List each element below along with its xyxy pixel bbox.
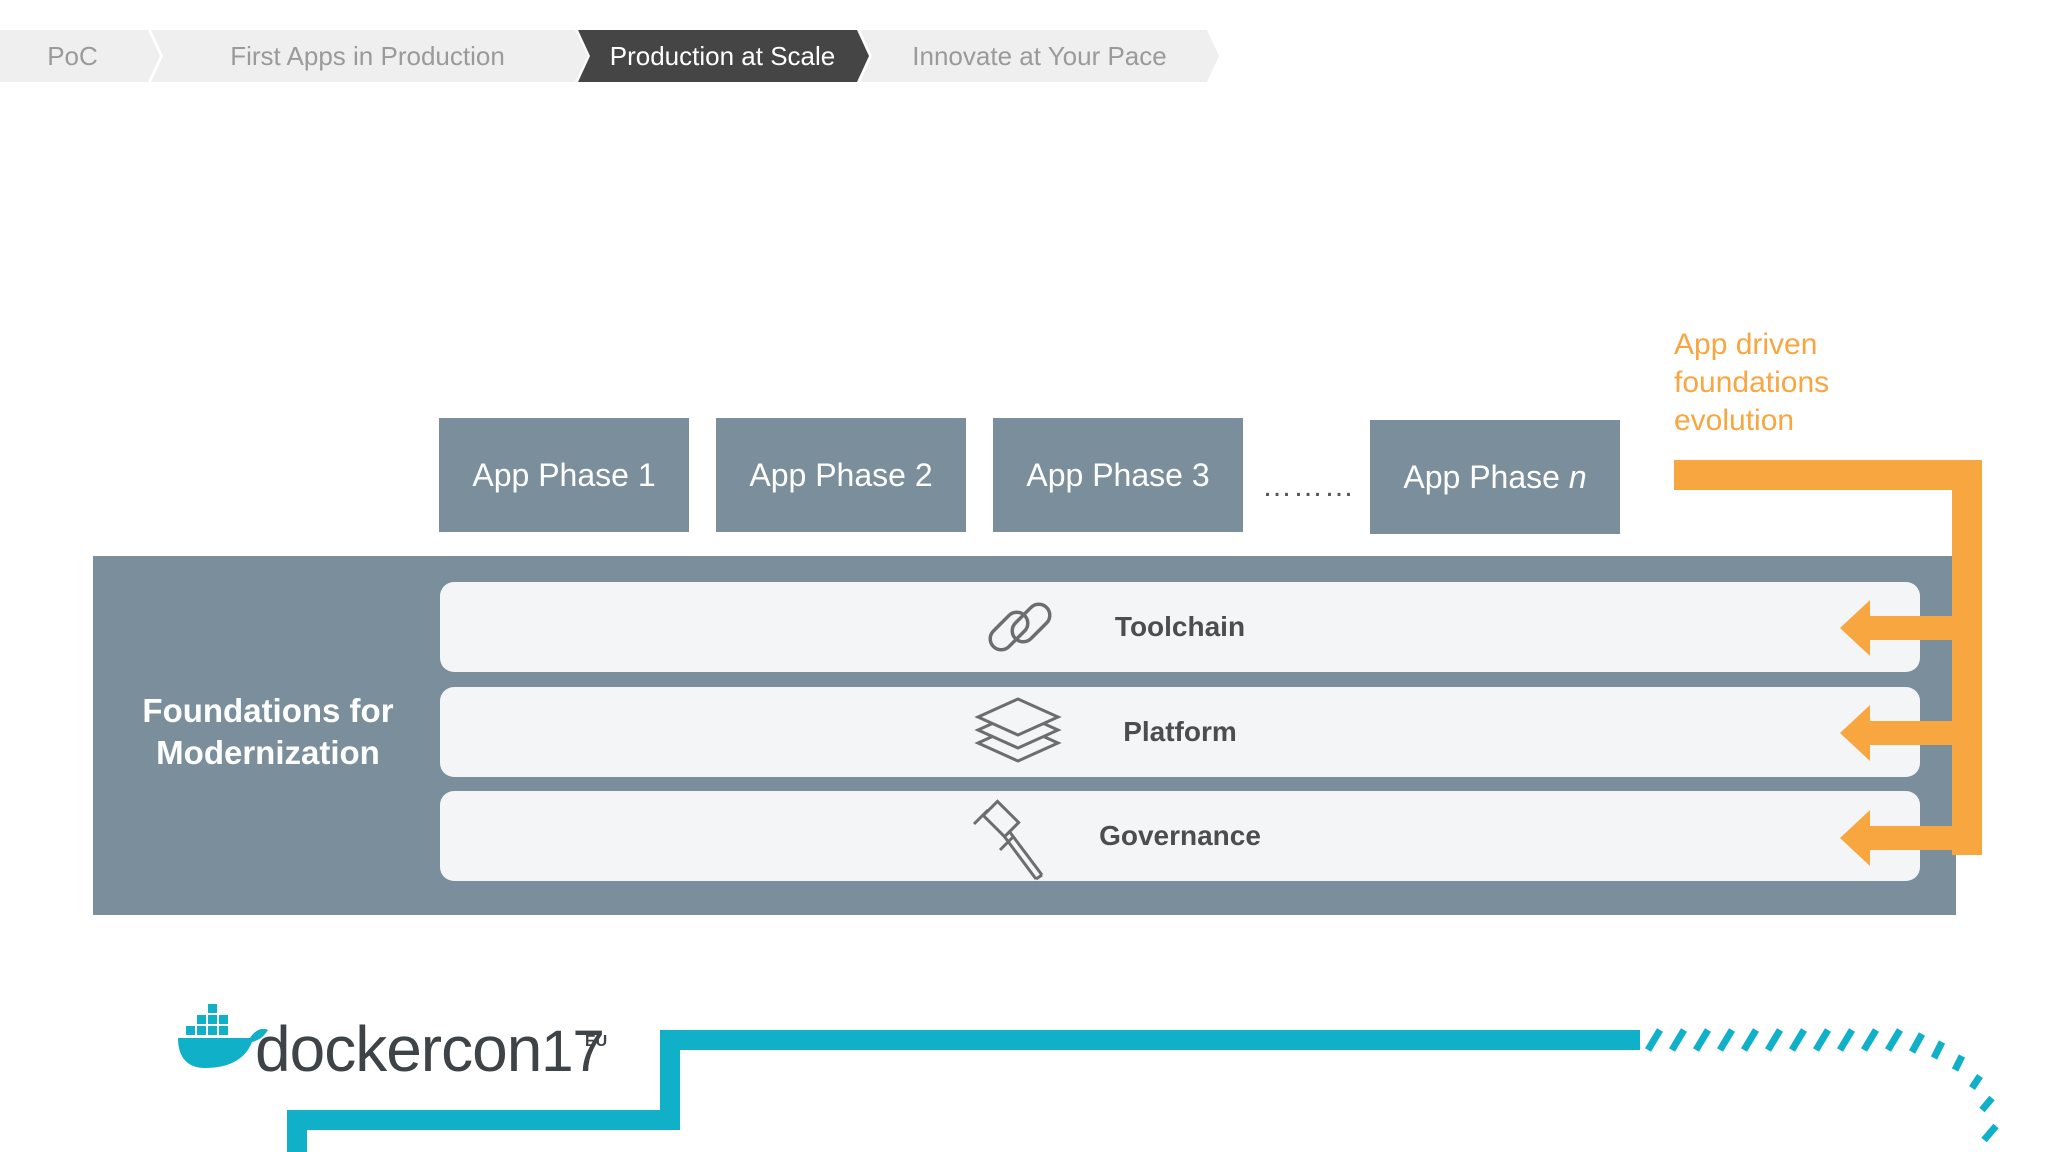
foundations-title-line2: Modernization <box>156 734 380 771</box>
logo-version: 17 <box>541 1019 605 1084</box>
logo-wordmark: dockercon <box>255 1013 542 1085</box>
whale-container-7 <box>219 1015 228 1024</box>
evolution-arrow-group <box>1674 460 1982 866</box>
logo-region: EU <box>585 1033 608 1050</box>
evolution-top-bar <box>1674 460 1982 490</box>
docker-whale-icon <box>178 1004 268 1068</box>
app-phase-1: App Phase 1 <box>439 418 689 532</box>
crumb-innovate[interactable]: Innovate at Your Pace <box>912 41 1167 71</box>
whale-body <box>178 1028 268 1068</box>
chain-link-icon <box>975 582 1065 672</box>
dockercon-logo: dockercon17 <box>255 1012 605 1086</box>
platform-arrow-shaft <box>1866 721 1982 745</box>
governance-layer <box>440 791 1920 881</box>
crumb-poc[interactable]: PoC <box>47 41 98 71</box>
foundations-title: Foundations for Modernization <box>93 690 443 774</box>
crumb-first-apps-shape <box>151 30 588 82</box>
whale-container-1 <box>186 1026 195 1035</box>
whale-container-2 <box>197 1026 206 1035</box>
app-phase-n: App Phase n <box>1370 420 1620 534</box>
evolution-caption-line1: App driven <box>1674 328 1818 361</box>
evolution-caption-line2: foundations <box>1674 366 1830 399</box>
crumb-production-scale-shape <box>578 30 869 82</box>
crumb-poc-shape <box>0 30 160 82</box>
toolchain-arrow-shaft <box>1866 616 1982 640</box>
crumb-first-apps[interactable]: First Apps in Production <box>230 41 505 71</box>
gavel-icon <box>968 795 1058 885</box>
phase-ellipsis: ……… <box>1262 470 1355 503</box>
platform-arrow-head <box>1840 705 1870 761</box>
layers-stack-icon <box>973 687 1063 777</box>
whale-container-4 <box>219 1026 228 1035</box>
whale-container-6 <box>208 1015 217 1024</box>
toolchain-layer <box>440 582 1920 672</box>
evolution-caption: App driven foundations evolution <box>1674 326 1829 440</box>
crumb-innovate-shape <box>860 30 1219 82</box>
evolution-vertical-bar <box>1952 460 1982 855</box>
governance-label: Governance <box>1099 820 1261 851</box>
whale-container-3 <box>208 1026 217 1035</box>
app-phase-2: App Phase 2 <box>716 418 966 532</box>
docker-teal-band <box>287 1028 1999 1152</box>
app-phase-3: App Phase 3 <box>993 418 1243 532</box>
platform-layer <box>440 687 1920 777</box>
governance-arrow-shaft <box>1866 826 1982 850</box>
whale-container-5 <box>197 1015 206 1024</box>
app-phase-n-prefix: App Phase <box>1403 459 1569 495</box>
toolchain-label: Toolchain <box>1114 611 1246 642</box>
breadcrumb-shapes <box>0 30 1219 82</box>
whale-container-8 <box>208 1004 217 1013</box>
governance-arrow-head <box>1840 810 1870 866</box>
crumb-production-at-scale[interactable]: Production at Scale <box>609 41 836 71</box>
platform-label: Platform <box>1123 716 1237 747</box>
app-phase-n-variable: n <box>1568 459 1587 495</box>
foundations-title-line1: Foundations for <box>142 692 394 729</box>
teal-stripe-main <box>287 1030 1640 1152</box>
evolution-caption-line3: evolution <box>1674 404 1795 437</box>
breadcrumb: PoC First Apps in Production Production … <box>0 0 1300 110</box>
teal-dashes <box>1644 1028 1999 1143</box>
toolchain-arrow-head <box>1840 600 1870 656</box>
